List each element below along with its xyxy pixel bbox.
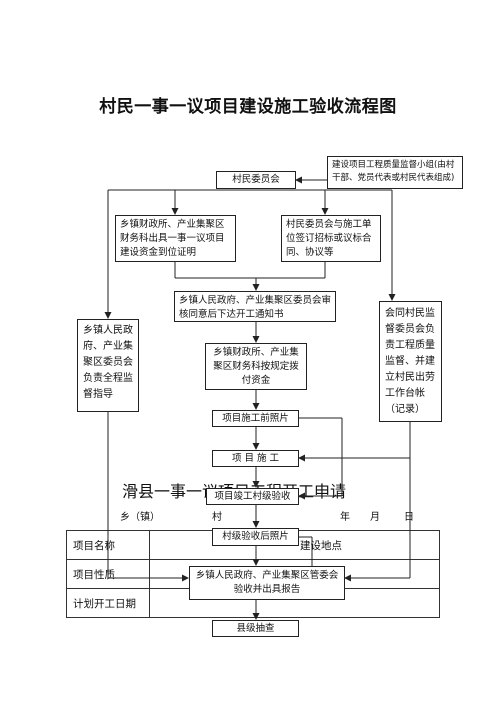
node-full-guidance: 乡镇人民政府、产业集聚区委员会负责全程监督指导: [77, 319, 139, 412]
node-township-report: 乡镇人民政府、产业集聚区管委会验收并出具报告: [189, 566, 345, 600]
page-title: 村民一事一议项目建设施工验收流程图: [99, 97, 397, 117]
form-date-year: 年: [340, 512, 350, 523]
form-date-month: 月: [370, 512, 380, 523]
node-village-committee: 村民委员会: [216, 171, 296, 189]
node-construction: 项 目 施 工: [212, 450, 299, 467]
node-photo-after: 村级验收后照片: [212, 528, 299, 546]
form-date-day: 日: [404, 512, 414, 523]
node-finance-fund-proof: 乡镇财政所、产业集聚区财务科出具一事一议项目建设资金到位证明: [115, 215, 236, 262]
node-completion-acceptance: 项目竣工村级验收: [206, 488, 299, 505]
node-supervision: 会同村民监督委员会负责工程质量监督、并建立村民出劳工作台帐（记录）: [379, 301, 442, 422]
form-date-town: 乡（镇）: [120, 512, 160, 523]
node-quality-group: 建设项目工程质量监督小组(由村干部、党员代表或村民代表组成): [327, 156, 463, 189]
node-allocate-funds: 乡镇财政所、产业集聚区财务科按规定拨付资金: [205, 343, 307, 390]
form-row-label: 计划开工日期: [66, 588, 150, 618]
node-county-check: 县级抽查: [212, 620, 299, 637]
form-date-village: 村: [212, 512, 222, 523]
node-photo-before: 项目施工前照片: [212, 410, 299, 427]
node-approval-notice: 乡镇人民政府、产业集聚区委员会审核同意后下达开工通知书: [174, 291, 336, 322]
node-contract: 村民委员会与施工单位签订招标或议标合同、协议等: [281, 215, 381, 262]
